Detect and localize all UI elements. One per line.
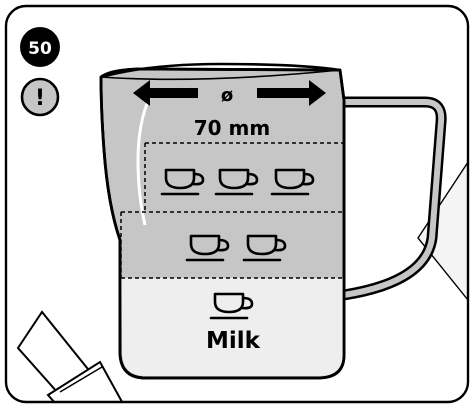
frame-border	[4, 4, 470, 404]
milk-level-area	[121, 278, 343, 376]
light-beam	[417, 147, 468, 312]
step-number: 50	[28, 39, 52, 59]
warning-badge: !	[20, 77, 60, 117]
step-badge: 50	[20, 27, 60, 67]
steam-wand	[16, 310, 134, 402]
diameter-symbol: ø	[221, 85, 233, 106]
jug-handle	[334, 96, 447, 301]
milk-jug	[99, 62, 346, 380]
diameter-arrow	[133, 80, 326, 106]
diameter-value: 70 mm	[194, 116, 270, 140]
milk-label: Milk	[206, 328, 261, 354]
warning-symbol: !	[35, 86, 45, 111]
exclamation-icon	[20, 77, 60, 117]
